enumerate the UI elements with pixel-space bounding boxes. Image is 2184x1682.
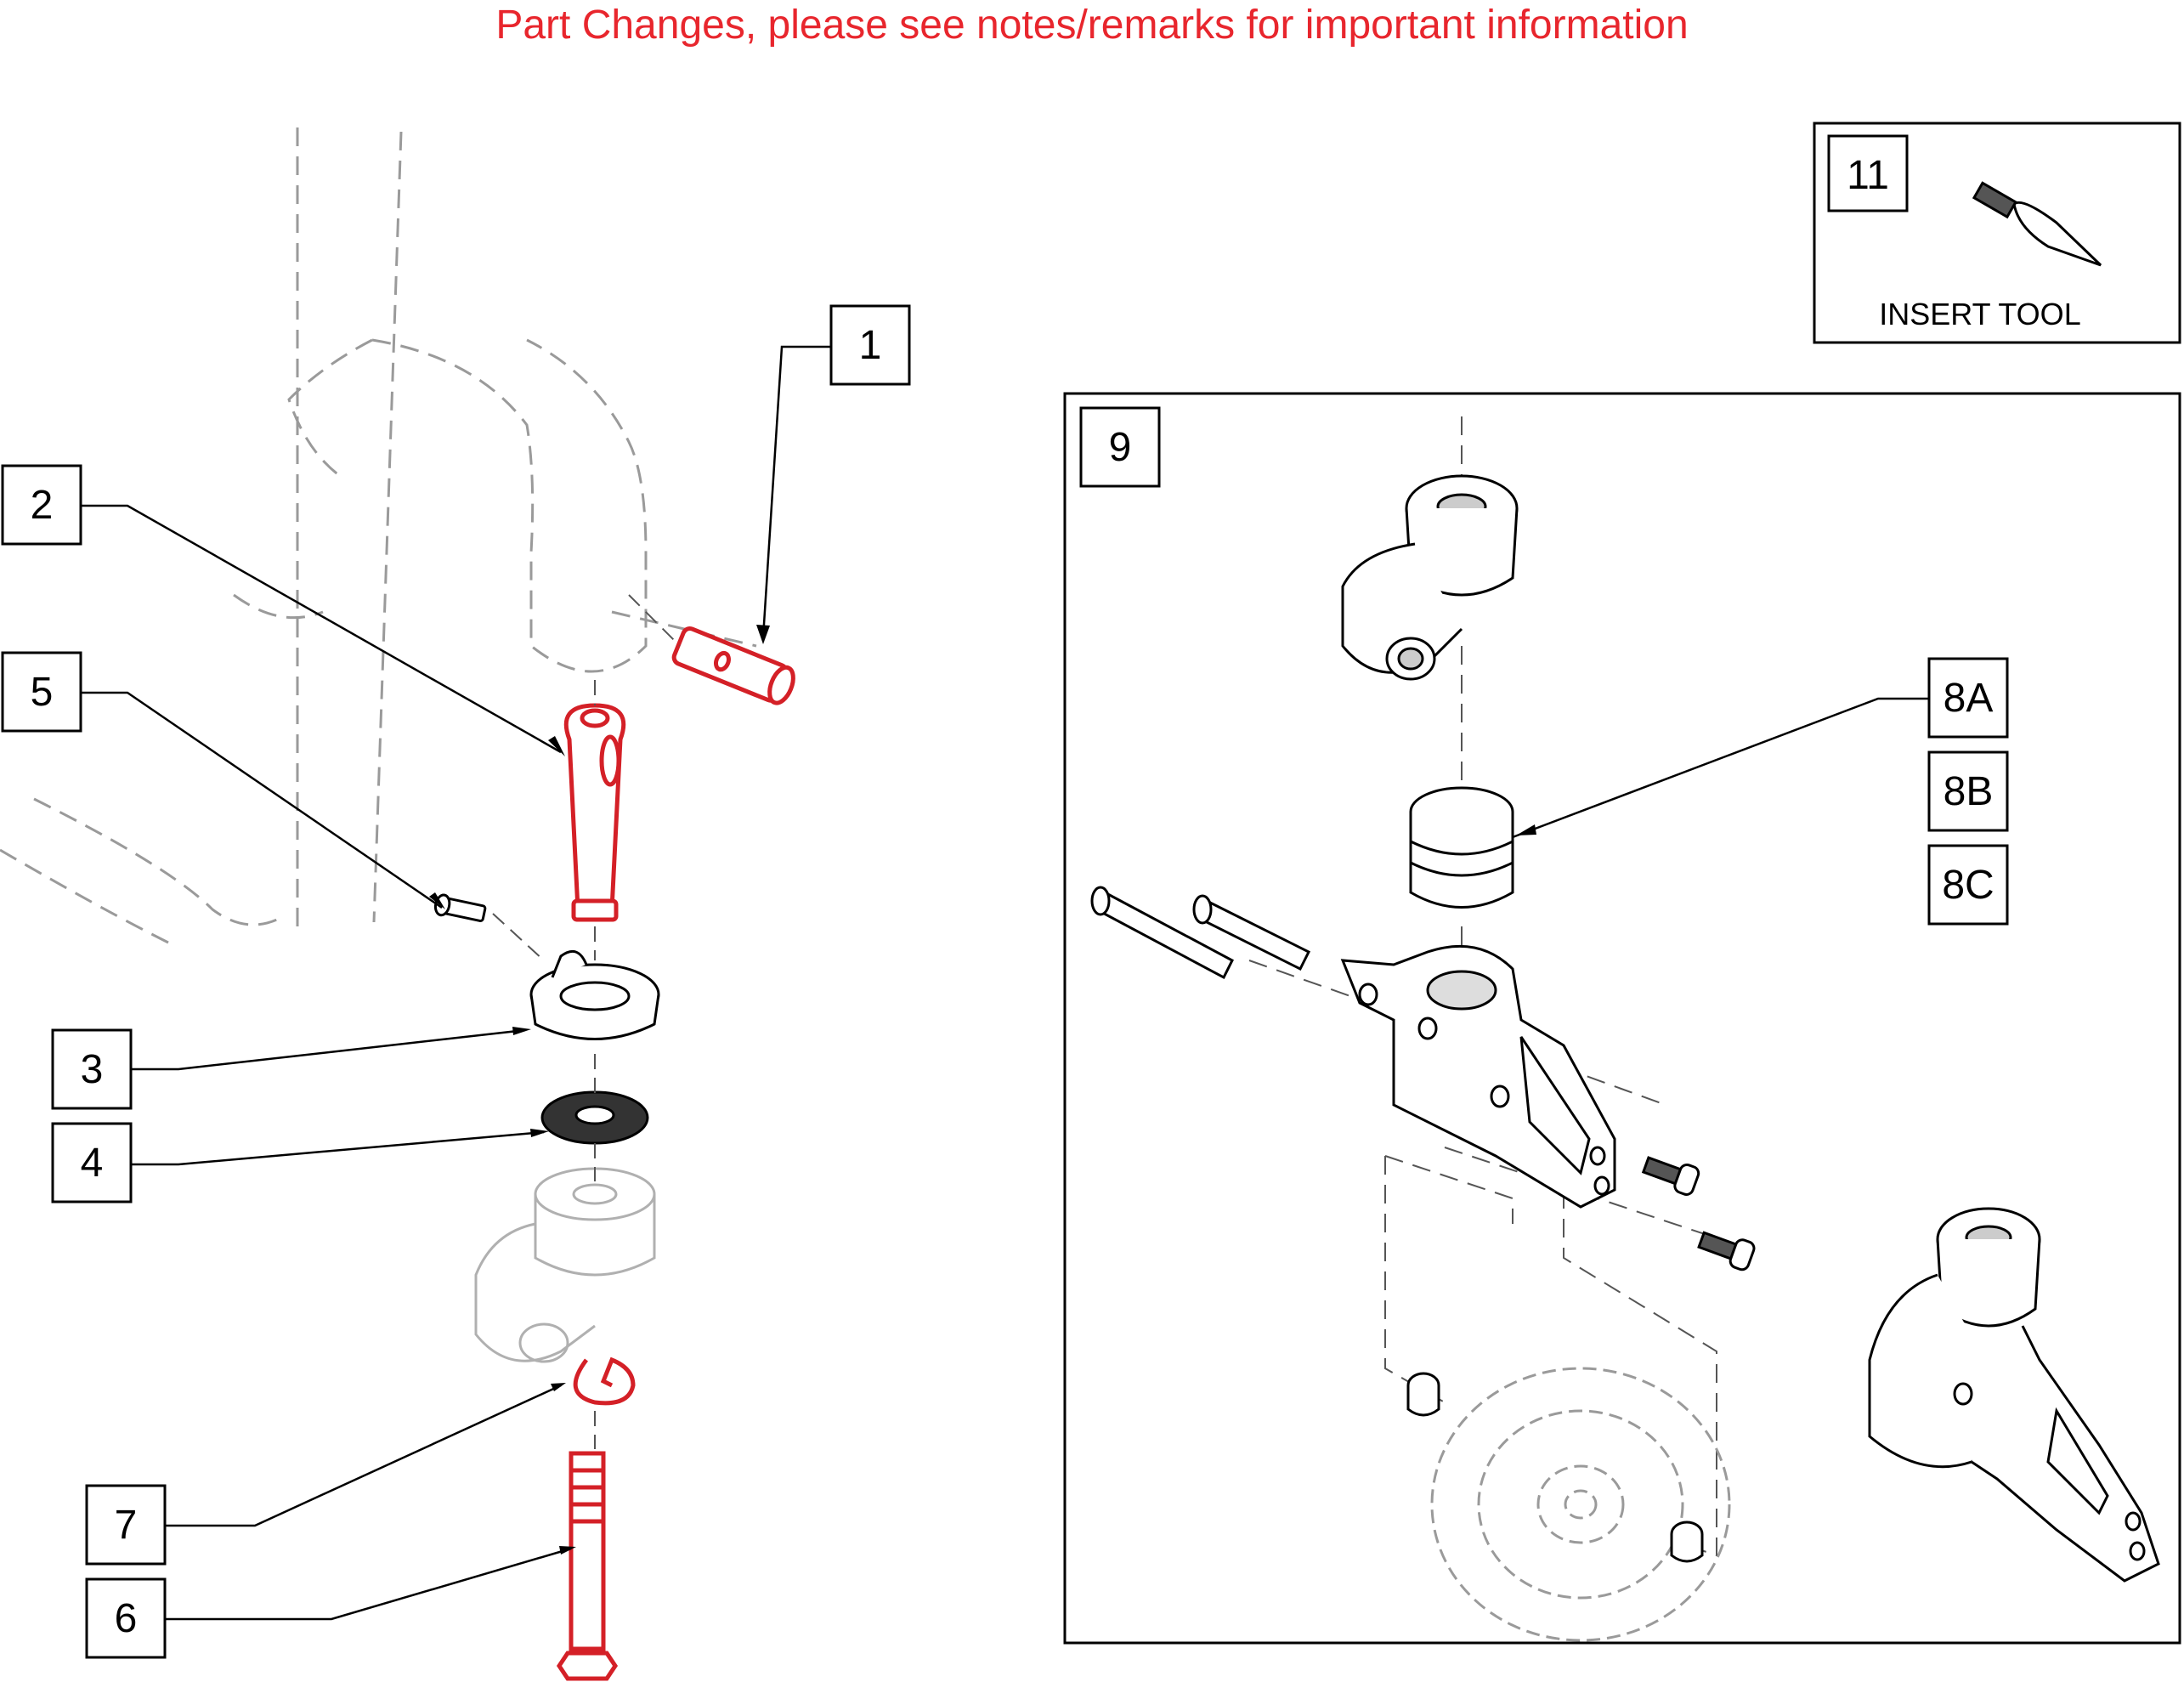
hub-part-3 <box>529 949 660 1040</box>
leader-part-8-arrowhead <box>1516 824 1536 835</box>
insert-tool-label: INSERT TOOL <box>1879 297 2080 331</box>
left-leader-lines <box>81 345 831 1621</box>
callout-6-label: 6 <box>115 1596 138 1641</box>
insert-tool-panel: 11 INSERT TOOL <box>1813 122 2181 344</box>
callout-8a-label: 8A <box>1944 676 1994 721</box>
callout-7: 7 <box>85 1484 167 1566</box>
insert-tool-icon <box>1972 181 2102 267</box>
fork-housing-top <box>1341 474 1519 681</box>
callout-3-label: 3 <box>81 1047 104 1092</box>
wheel-spacers <box>1406 1372 1704 1563</box>
screw-part-5 <box>433 893 487 923</box>
callout-8c-label: 8C <box>1942 863 1994 908</box>
stem-part-2 <box>563 703 626 922</box>
callout-2: 2 <box>1 464 82 546</box>
callout-8c: 8C <box>1927 844 2009 926</box>
callout-8b-label: 8B <box>1944 769 1994 814</box>
left-parts <box>433 893 660 1145</box>
callout-4-label: 4 <box>81 1141 104 1186</box>
axle-pins <box>1090 886 1311 980</box>
bearing-part-8 <box>1409 786 1514 909</box>
left-leader-arrowheads <box>429 625 770 1555</box>
callout-1: 1 <box>829 304 911 386</box>
phantom-frame <box>0 127 757 945</box>
caster-wheel <box>1430 1367 1731 1642</box>
callout-5: 5 <box>1 651 82 733</box>
callout-11-label: 11 <box>1847 153 1889 198</box>
callout-8a: 8A <box>1927 657 2009 739</box>
highlighted-parts <box>556 626 795 1681</box>
leader-part-8 <box>1512 697 1929 839</box>
callout-9-label: 9 <box>1109 425 1132 470</box>
phantom-fork <box>474 1167 656 1363</box>
callout-8b: 8B <box>1927 750 2009 832</box>
caster-assembly-panel: 9 <box>1063 392 2181 1645</box>
washer-part-4 <box>540 1090 649 1145</box>
callout-1-label: 1 <box>859 323 882 368</box>
callout-5-label: 5 <box>31 670 54 715</box>
callout-2-label: 2 <box>31 483 54 528</box>
left-centerlines <box>492 594 681 1449</box>
callout-6: 6 <box>85 1577 167 1659</box>
clip-part-7 <box>573 1356 636 1406</box>
bolt-part-6 <box>556 1451 619 1681</box>
part-changes-notice: Part Changes, please see notes/remarks f… <box>495 3 1689 48</box>
callout-4: 4 <box>51 1122 133 1203</box>
callout-3: 3 <box>51 1028 133 1110</box>
pin-part-1 <box>671 626 795 705</box>
callout-7-label: 7 <box>115 1503 138 1548</box>
fork-screws <box>1641 1156 1756 1271</box>
fork-body <box>1340 944 1616 1209</box>
assembled-fork <box>1868 1207 2160 1583</box>
